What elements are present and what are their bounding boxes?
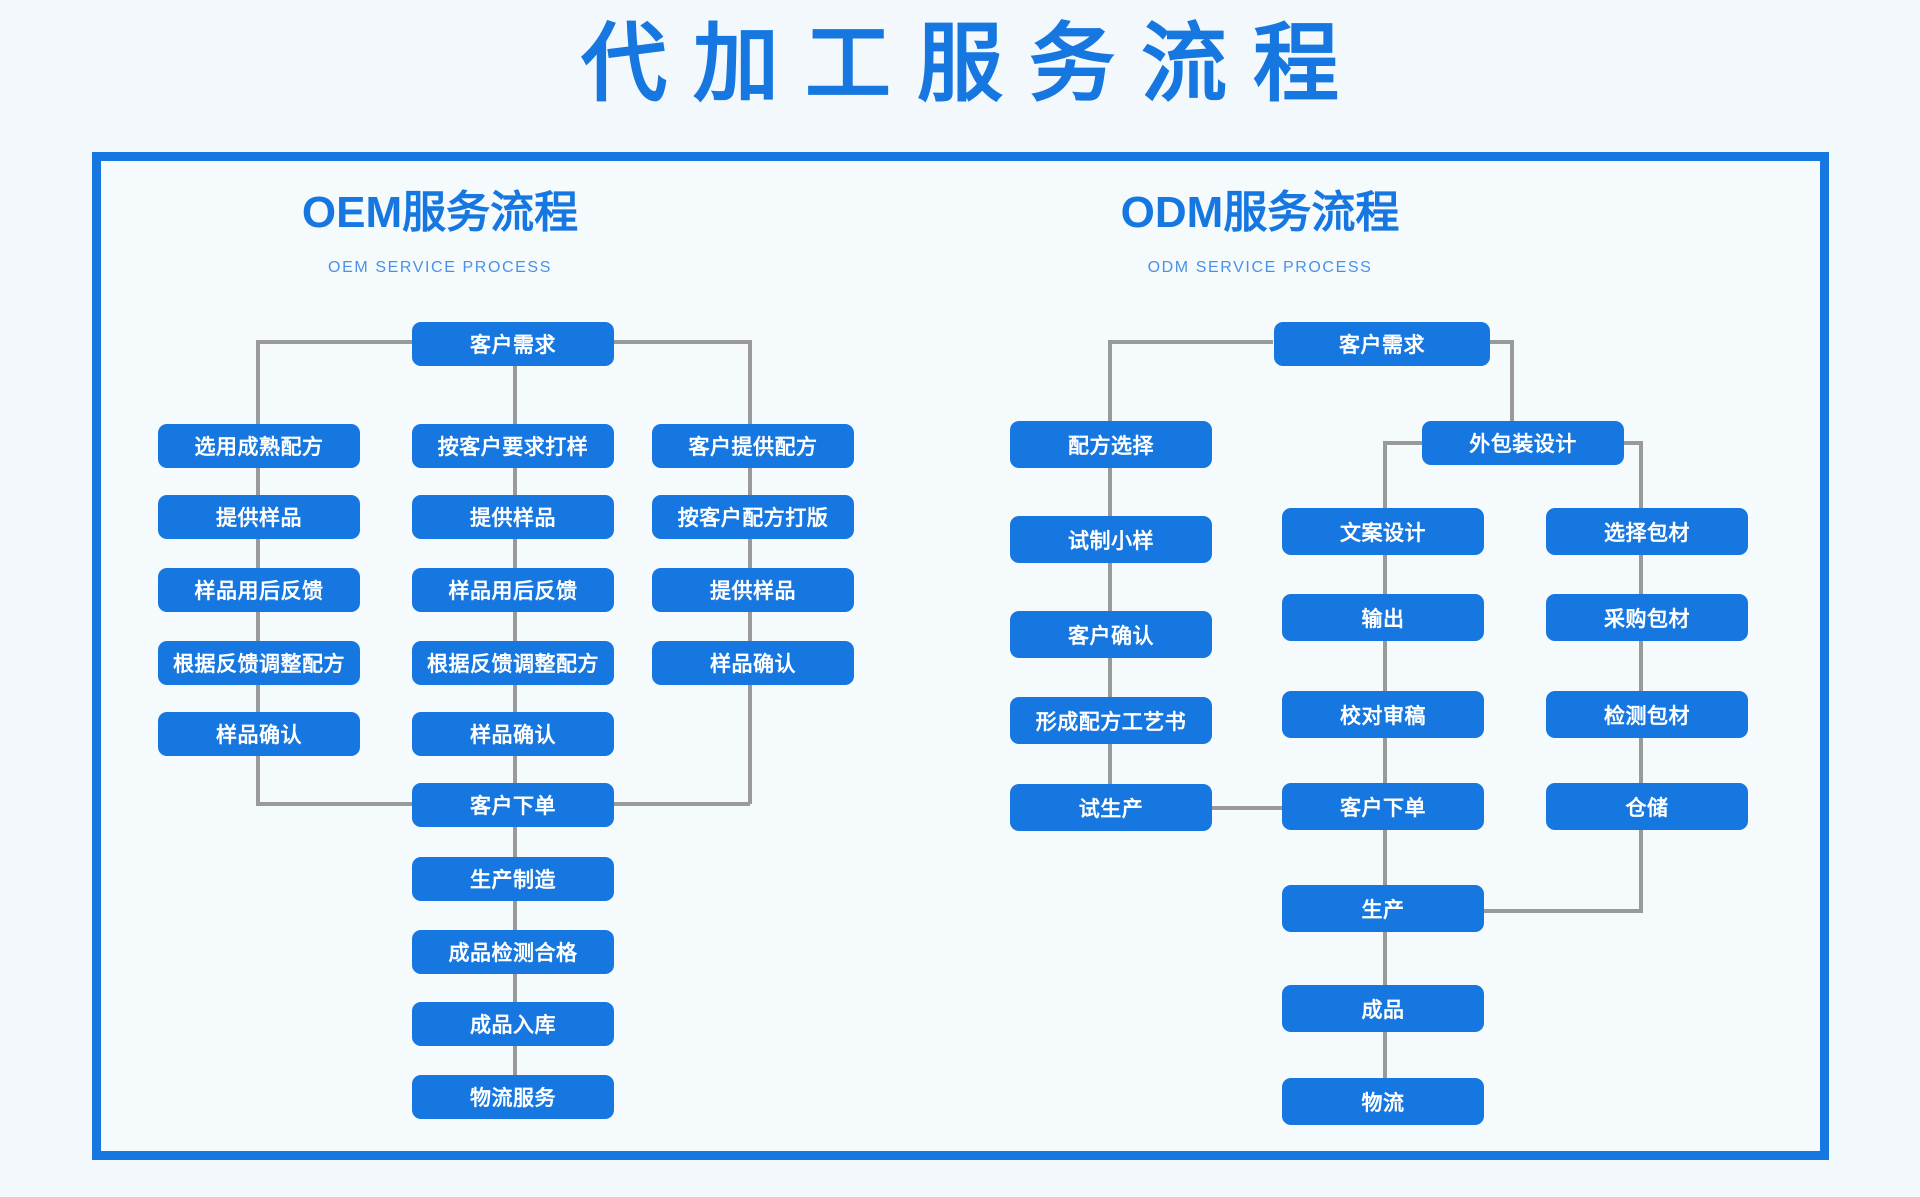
oem-node-a-2[interactable]: 样品用后反馈 <box>158 568 360 612</box>
oem-node-c-0[interactable]: 客户提供配方 <box>652 424 854 468</box>
diagram-frame <box>92 152 1829 1160</box>
oem-section-title: OEM服务流程 <box>301 188 579 237</box>
odm-node-formula-0[interactable]: 配方选择 <box>1010 421 1212 468</box>
odm-node-design-1[interactable]: 输出 <box>1282 594 1484 641</box>
oem-node-root[interactable]: 客户需求 <box>412 322 614 366</box>
page-title: 代加工服务流程 <box>581 16 1365 112</box>
oem-node-b-2[interactable]: 样品用后反馈 <box>412 568 614 612</box>
oem-node-b-1[interactable]: 提供样品 <box>412 495 614 539</box>
odm-node-material-1[interactable]: 采购包材 <box>1546 594 1748 641</box>
odm-node-tail-0[interactable]: 生产 <box>1282 885 1484 932</box>
odm-node-design-3[interactable]: 客户下单 <box>1282 783 1484 830</box>
odm-formula-spine <box>1108 340 1112 810</box>
oem-node-c-1[interactable]: 按客户配方打版 <box>652 495 854 539</box>
odm-node-formula-3[interactable]: 形成配方工艺书 <box>1010 697 1212 744</box>
odm-section-title: ODM服务流程 <box>1120 188 1400 237</box>
odm-warehouse-to-production <box>1383 909 1643 913</box>
oem-node-merge[interactable]: 客户下单 <box>412 783 614 827</box>
odm-node-formula-4[interactable]: 试生产 <box>1010 784 1212 831</box>
odm-design-spine <box>1383 441 1387 913</box>
oem-node-c-2[interactable]: 提供样品 <box>652 568 854 612</box>
odm-node-material-2[interactable]: 检测包材 <box>1546 691 1748 738</box>
oem-node-tail-3[interactable]: 物流服务 <box>412 1075 614 1119</box>
odm-node-root[interactable]: 客户需求 <box>1274 322 1490 366</box>
oem-node-tail-0[interactable]: 生产制造 <box>412 857 614 901</box>
odm-section-subtitle: ODM SERVICE PROCESS <box>1147 259 1373 276</box>
oem-section-subtitle: OEM SERVICE PROCESS <box>328 259 552 276</box>
oem-node-a-4[interactable]: 样品确认 <box>158 712 360 756</box>
odm-node-design-0[interactable]: 文案设计 <box>1282 508 1484 555</box>
odm-node-formula-1[interactable]: 试制小样 <box>1010 516 1212 563</box>
oem-node-tail-1[interactable]: 成品检测合格 <box>412 930 614 974</box>
odm-node-material-0[interactable]: 选择包材 <box>1546 508 1748 555</box>
odm-root-bus-left <box>1108 340 1273 344</box>
oem-node-tail-2[interactable]: 成品入库 <box>412 1002 614 1046</box>
oem-node-a-0[interactable]: 选用成熟配方 <box>158 424 360 468</box>
odm-node-tail-2[interactable]: 物流 <box>1282 1078 1484 1125</box>
oem-node-a-3[interactable]: 根据反馈调整配方 <box>158 641 360 685</box>
odm-node-tail-1[interactable]: 成品 <box>1282 985 1484 1032</box>
odm-packaging-drop <box>1510 340 1514 424</box>
odm-tail-spine <box>1383 860 1387 1100</box>
odm-material-spine <box>1639 441 1643 913</box>
oem-node-a-1[interactable]: 提供样品 <box>158 495 360 539</box>
odm-node-packaging-head[interactable]: 外包装设计 <box>1422 421 1624 465</box>
oem-node-b-4[interactable]: 样品确认 <box>412 712 614 756</box>
oem-node-b-0[interactable]: 按客户要求打样 <box>412 424 614 468</box>
odm-node-formula-2[interactable]: 客户确认 <box>1010 611 1212 658</box>
oem-node-c-3[interactable]: 样品确认 <box>652 641 854 685</box>
oem-node-b-3[interactable]: 根据反馈调整配方 <box>412 641 614 685</box>
odm-node-design-2[interactable]: 校对审稿 <box>1282 691 1484 738</box>
odm-trial-to-order <box>1108 806 1389 810</box>
odm-node-material-3[interactable]: 仓储 <box>1546 783 1748 830</box>
